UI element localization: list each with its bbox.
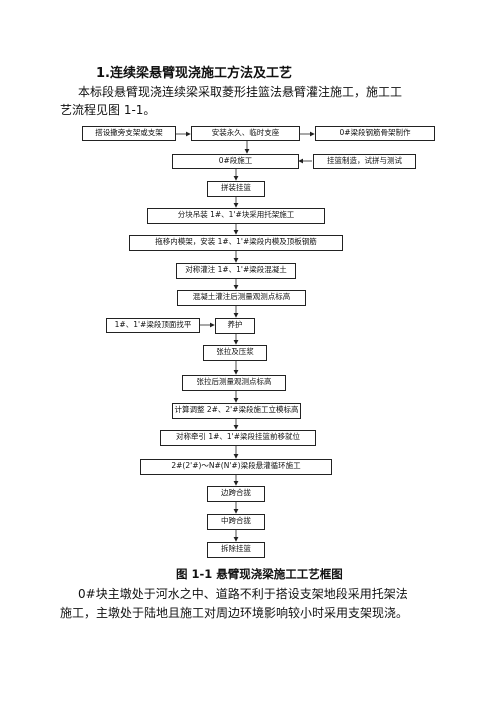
flow-box-step-1: 拼装挂篮 <box>207 181 265 197</box>
flow-box-support: 搭设撒旁支架或支架 <box>82 126 176 141</box>
flow-box-step-11: 2#(2'#)～N#(N'#)梁段悬灌循环施工 <box>140 459 332 475</box>
flow-box-zero-block: 0#段施工 <box>172 154 299 169</box>
body-line-2: 施工，主墩处于陆地且施工对周边环境影响较小时采用支架现浇。 <box>60 606 409 620</box>
intro-line-1: 本标段悬臂现浇连续梁采取菱形挂篮法悬臂灌注施工，施工工 <box>78 85 403 99</box>
flow-box-bearing: 安装永久、临时支座 <box>191 126 300 141</box>
flow-box-step-7: 张拉及压浆 <box>203 345 267 361</box>
flow-box-step-8: 张拉后测量观测点标高 <box>182 375 286 391</box>
flow-box-leveling: 1#、1'#梁段顶面找平 <box>106 318 200 333</box>
flow-box-step-9: 计算调整 2#、2'#梁段施工立模标高 <box>172 403 301 419</box>
body-line-1: 0#块主墩处于河水之中、道路不利于搭设支架地段采用托架法 <box>78 587 408 601</box>
intro-line-2: 艺流程见图 1-1。 <box>60 103 156 117</box>
flow-box-step-2: 分块吊装 1#、1'#块采用托架施工 <box>147 208 325 224</box>
flow-box-test: 挂篮制造，试拼与测试 <box>313 154 416 169</box>
flow-box-step-12: 边跨合拢 <box>207 486 265 502</box>
flow-box-step-6: 养护 <box>215 318 255 334</box>
figure-caption: 图 1-1 悬臂现浇梁施工工艺框图 <box>176 567 343 581</box>
flow-box-step-13: 中跨合拢 <box>207 514 265 530</box>
flow-box-step-14: 拆除挂篮 <box>207 542 265 558</box>
flow-box-step-5: 混凝土灌注后测量观测点标高 <box>177 290 306 306</box>
flow-box-rebar: 0#梁段钢筋骨架制作 <box>315 126 435 141</box>
flow-box-step-3: 拖移内模架，安装 1#、1'#梁段内模及顶板钢筋 <box>129 235 343 251</box>
flow-box-step-10: 对称牵引 1#、1'#梁段挂篮前移就位 <box>160 430 316 446</box>
section-heading: 1.连续梁悬臂现浇施工方法及工艺 <box>96 66 292 81</box>
flow-box-step-4: 对称灌注 1#、1'#梁段混凝土 <box>176 263 296 279</box>
